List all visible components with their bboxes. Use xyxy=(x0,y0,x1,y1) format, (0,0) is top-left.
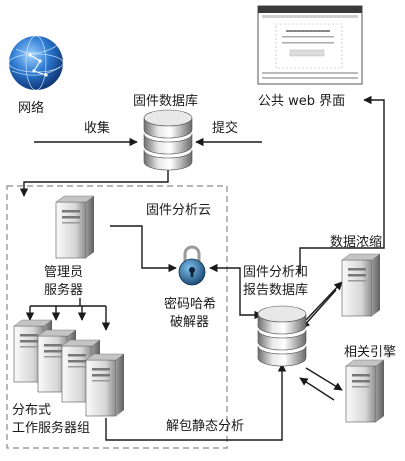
db-engine-arrow-2 xyxy=(299,377,335,401)
report-db-label-1: 固件分析和 xyxy=(243,265,308,280)
related-engine-label: 相关引擎 xyxy=(344,345,396,360)
data-condense-server-icon xyxy=(341,253,381,317)
worker-server-group xyxy=(13,319,125,417)
db-engine-arrow-1 xyxy=(305,367,343,391)
public-web-label: 公共 web 界面 xyxy=(258,94,345,109)
distributed-label-2: 工作服务器组 xyxy=(12,420,90,436)
password-cracker-label-1: 密码哈希 xyxy=(164,296,216,312)
db-cracker-arrow xyxy=(209,263,263,320)
unpack-static-label: 解包静态分析 xyxy=(166,419,244,434)
submit-label: 提交 xyxy=(212,120,238,136)
db-to-web-arrow xyxy=(299,95,385,274)
password-cracker-label-2: 破解器 xyxy=(170,315,209,330)
browser-window-icon xyxy=(257,5,363,85)
admin-server-label-2: 服务器 xyxy=(44,282,83,298)
admin-to-cracker-arrow xyxy=(110,225,177,273)
admin-server-label-1: 管理员 xyxy=(44,265,83,280)
padlock-icon xyxy=(178,245,206,286)
data-condense-label: 数据浓缩 xyxy=(330,234,382,250)
unpack-static-arrow xyxy=(105,363,287,441)
analysis-cloud-label: 固件分析云 xyxy=(146,203,211,218)
related-engine-server-icon xyxy=(345,359,385,423)
report-db-icon xyxy=(257,305,307,367)
db-condense-arrow-2 xyxy=(301,289,337,329)
db-to-admin-arrow xyxy=(19,166,169,197)
distributed-label-1: 分布式 xyxy=(12,403,51,418)
admin-server-icon xyxy=(55,195,95,259)
collect-label: 收集 xyxy=(84,120,110,136)
db-condense-arrow-1 xyxy=(305,281,343,321)
firmware-db-label: 固件数据库 xyxy=(133,93,198,109)
report-db-label-2: 报告数据库 xyxy=(243,282,308,298)
connectors xyxy=(19,95,385,441)
firmware-db-icon xyxy=(143,109,193,171)
server-icon xyxy=(85,353,125,417)
globe-icon xyxy=(8,35,64,91)
network-label: 网络 xyxy=(18,100,44,116)
